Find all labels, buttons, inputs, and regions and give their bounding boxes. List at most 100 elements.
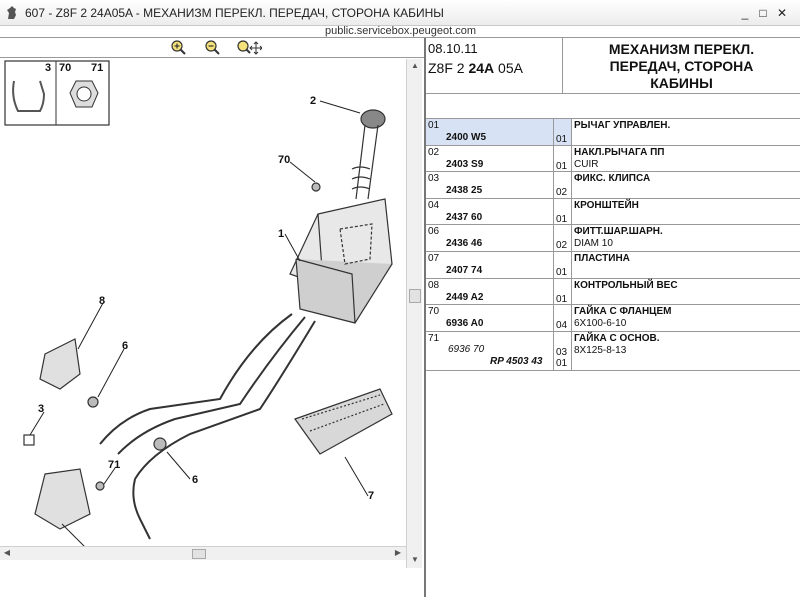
exploded-parts-diagram: 3 70 71 [4,60,393,559]
part-name: КОНТРОЛЬНЫЙ ВЕС [574,279,678,291]
catalog-header-info: 08.10.11 Z8F 2 24A 05A [426,38,563,93]
zoom-in-icon[interactable] [170,40,188,56]
part-row[interactable]: 03 2438 25 02 ФИКС. КЛИПСА [426,172,800,199]
diagram-toolbar [0,38,424,58]
part-position: 08 [428,279,440,291]
part-name: ФИТТ.ШАР.ШАРН. [574,226,663,238]
part-description: РЫЧАГ УПРАВЛЕН. [571,119,800,145]
maximize-button[interactable]: □ [759,6,767,20]
part-name: КРОНШТЕЙН [574,199,639,211]
thumbnail-legend: 3 70 71 [4,60,110,126]
part-row[interactable]: 70 6936 A0 04 ГАЙКА С ФЛАНЦЕМ 6X100-6-10 [426,305,800,332]
column-divider [553,172,554,198]
window-title: 607 - Z8F 2 24A05A - МЕХАНИЗМ ПЕРЕКЛ. ПЕ… [25,6,444,20]
part-name: ГАЙКА С ОСНОВ. [574,332,660,344]
scroll-right-icon[interactable]: ▶ [394,548,402,557]
catalog-code-bold: 24A [468,60,495,76]
part-description: КРОНШТЕЙН [571,198,800,225]
zoom-out-icon[interactable] [204,40,222,56]
peugeot-lion-icon [7,6,16,19]
callout-3: 3 [38,403,44,415]
title-bar: 607 - Z8F 2 24A05A - МЕХАНИЗМ ПЕРЕКЛ. ПЕ… [0,0,800,26]
part-name: ГАЙКА С ФЛАНЦЕМ [574,306,672,318]
part-quantity: 01 [556,293,568,305]
part-row[interactable]: 07 2407 74 01 ПЛАСТИНА [426,251,800,279]
callout-8: 8 [99,295,105,307]
part-reference[interactable]: 2437 60 [446,211,483,223]
part-reference[interactable]: 2449 A2 [446,291,484,303]
callout-1: 1 [278,228,284,240]
part-quantity: 04 [556,320,568,332]
part-reference[interactable]: 2438 25 [446,185,483,197]
scroll-down-icon[interactable]: ▼ [411,555,419,564]
catalog-code-prefix: Z8F 2 [428,60,469,76]
part-reference[interactable]: 2400 W5 [446,132,487,143]
part-reference[interactable]: 2436 46 [446,238,483,250]
column-divider [553,145,554,172]
part-row[interactable]: 02 2403 S9 01 НАКЛ.РЫЧАГА ПП CUIR [426,145,800,173]
part-description: НАКЛ.РЫЧАГА ПП CUIR [571,145,800,172]
part-name: ПЛАСТИНА [574,252,630,264]
part-note: 6X100-6-10 [574,318,627,330]
title-line-1: МЕХАНИЗМ ПЕРЕКЛ. [608,41,755,57]
part-row[interactable]: 71 6936 70 RP 4503 43 03 01 ГАЙКА С ОСНО… [426,331,800,371]
horizontal-scroll-thumb[interactable] [192,549,206,559]
column-divider [553,278,554,305]
part-reference[interactable]: 6936 A0 [446,318,484,330]
part-replacement-quantity: 01 [556,357,568,369]
part-reference[interactable]: 2403 S9 [446,158,484,170]
thumb-label-70: 70 [59,62,71,74]
column-divider [553,305,554,331]
url-divider [0,37,800,38]
scroll-up-icon[interactable]: ▲ [411,61,419,70]
part-name: ФИКС. КЛИПСА [574,173,651,185]
part-description: ФИКС. КЛИПСА [571,172,800,198]
thumb-label-3: 3 [45,62,51,74]
part-quantity: 01 [556,213,568,225]
part-position: 07 [428,252,440,264]
leader-lines [29,100,369,553]
part-quantity: 01 [556,266,568,278]
part-reference[interactable]: 6936 70 [448,343,485,355]
part-row[interactable]: 08 2449 A2 01 КОНТРОЛЬНЫЙ ВЕС [426,278,800,306]
part-reference[interactable]: 2407 74 [446,264,483,276]
part-description: ГАЙКА С ОСНОВ. 8X125-8-13 [571,331,800,370]
scroll-left-icon[interactable]: ◀ [3,548,11,557]
catalog-title: МЕХАНИЗМ ПЕРЕКЛ. ПЕРЕДАЧ, СТОРОНА КАБИНЫ [563,38,800,93]
thumb-label-71: 71 [91,62,103,74]
part-position: 71 [428,332,440,344]
diagram-horizontal-scrollbar[interactable]: ◀ ▶ [0,546,406,560]
part-row[interactable]: 01 2400 W5 01 РЫЧАГ УПРАВЛЕН. [426,119,800,146]
header-divider [426,93,800,94]
part-position: 03 [428,173,440,185]
table-top-divider [426,118,800,119]
pan-icon[interactable] [236,40,262,56]
close-button[interactable]: ✕ [776,6,788,20]
part-quantity: 03 [556,346,568,358]
part-description: ГАЙКА С ФЛАНЦЕМ 6X100-6-10 [571,305,800,331]
pane-splitter[interactable] [424,38,426,597]
part-note: 8X125-8-13 [574,344,627,356]
vertical-scroll-thumb[interactable] [409,289,421,303]
diagram-pane: 3 70 71 [0,38,424,597]
parts-pane: 08.10.11 Z8F 2 24A 05A МЕХАНИЗМ ПЕРЕКЛ. … [426,38,800,597]
part-position: 04 [428,199,440,211]
diagram-vertical-scrollbar[interactable]: ▲ ▼ [406,59,422,568]
part-row[interactable]: 06 2436 46 02 ФИТТ.ШАР.ШАРН. DIAM 10 [426,225,800,252]
part-quantity: 01 [556,134,568,145]
part-replacement-reference[interactable]: RP 4503 43 [490,355,543,367]
minimize-button[interactable]: _ [741,6,749,20]
catalog-code: Z8F 2 24A 05A [428,60,523,76]
title-line-3: КАБИНЫ [650,75,713,91]
column-divider [553,198,554,225]
callout-7: 7 [368,490,374,502]
part-quantity: 02 [556,187,568,199]
part-position: 01 [428,120,440,131]
part-row[interactable]: 04 2437 60 01 КРОНШТЕЙН [426,198,800,226]
url-text: public.servicebox.peugeot.com [325,25,477,37]
part-position: 06 [428,226,440,238]
column-divider [553,251,554,278]
part-note: DIAM 10 [574,238,613,250]
catalog-date: 08.10.11 [428,41,478,56]
